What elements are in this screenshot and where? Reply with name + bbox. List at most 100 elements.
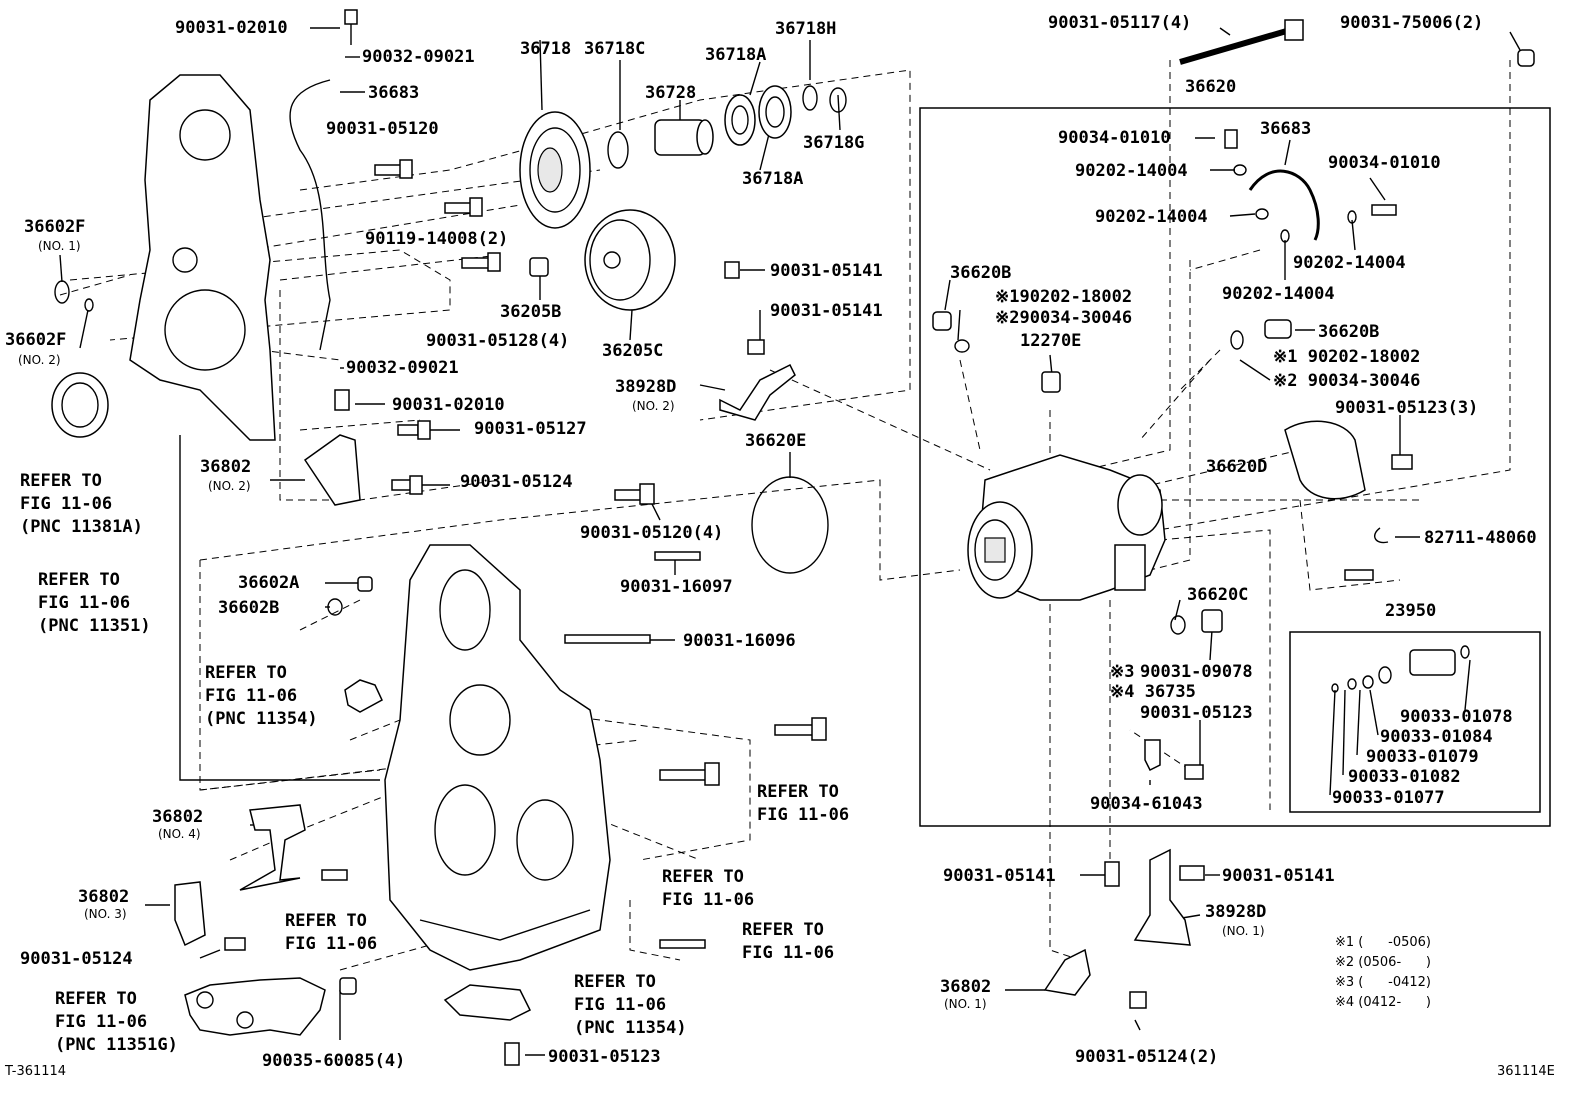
label-2-90034-30046: ※2 90034-30046 [1273, 371, 1420, 391]
timing-case-lower [384, 544, 611, 971]
label-36718: 36718 [520, 39, 571, 59]
cover-plate-11354 [443, 984, 532, 1021]
label-1-90202-18002: ※1 90202-18002 [1273, 347, 1420, 367]
label-36683-right: 36683 [1260, 119, 1311, 139]
label-90031-05141-d: 90031-05141 [1222, 866, 1335, 886]
label-90032-09021-bottom: 90032-09021 [346, 358, 459, 378]
label-38928D-no1-sub: (NO. 1) [1222, 924, 1265, 938]
label-36802-no2-sub: (NO. 2) [208, 479, 251, 493]
label-90031-05128: 90031-05128(4) [426, 331, 569, 351]
collar-90035 [339, 977, 357, 995]
sleeve-36728 [654, 119, 714, 156]
note-4: ※4 (0412- ) [1335, 995, 1431, 1010]
washers-90202-14004 [1233, 164, 1357, 243]
label-90202-14004-d: 90202-14004 [1222, 284, 1335, 304]
label-90033-01077: 90033-01077 [1332, 788, 1445, 808]
label-36802-no4: 36802 [152, 807, 203, 827]
refer-line2: FIG 11-06 [205, 686, 297, 706]
drive-gear-36718 [519, 111, 591, 229]
label-90031-05124-2: 90031-05124(2) [1075, 1047, 1218, 1067]
refer-line2: FIG 11-06 [757, 805, 849, 825]
label-36620B-a: 36620B [950, 263, 1011, 283]
label-36602F-no1: 36602F [24, 217, 85, 237]
seal-rings-left [51, 280, 109, 438]
label-36205C: 36205C [602, 341, 663, 361]
engine-mount-bracket [184, 977, 326, 1036]
cover-36620D [1284, 420, 1366, 500]
o-ring-36718G [829, 87, 847, 113]
refer-block-left-mid: REFER TO FIG 11-06 [285, 911, 377, 954]
bracket-38928D-no2 [719, 261, 796, 421]
bolt-set-left [334, 9, 501, 495]
refer-line2: FIG 11-06 [662, 890, 754, 910]
refer-line3: (PNC 11354) [205, 709, 318, 729]
label-36728: 36728 [645, 83, 696, 103]
label-82711-48060: 82711-48060 [1424, 528, 1537, 548]
label-190202-18002: ※190202-18002 [995, 287, 1132, 307]
date-notes: ※1 ( -0506) ※2 (0506- ) ※3 ( -0412) ※4 (… [1335, 935, 1431, 1010]
label-36718C: 36718C [584, 39, 645, 59]
plug-36602A [357, 576, 373, 592]
bushing-36205B [529, 257, 549, 277]
bolt-90031-05123-3 [1391, 454, 1413, 470]
oil-pipe-left [289, 79, 331, 351]
refer-block-mid: REFER TO FIG 11-06 [662, 867, 754, 910]
label-36205B: 36205B [500, 302, 561, 322]
label-90031-05117: 90031-05117(4) [1048, 13, 1191, 33]
leader-lines [59, 27, 1521, 1056]
refer-line3: (PNC 11354) [574, 1018, 687, 1038]
refer-block-right-2: REFER TO FIG 11-06 [742, 920, 834, 963]
stud-bolts [564, 483, 827, 949]
refer-line1: REFER TO [757, 782, 839, 802]
pipe-36683-right [1248, 169, 1320, 241]
label-90031-05124-mid: 90031-05124 [460, 472, 573, 492]
part-labels: 90031-02010 90032-09021 36683 90031-0512… [5, 13, 1537, 1071]
refer-line2: FIG 11-06 [38, 593, 130, 613]
note-3: ※3 ( -0412) [1335, 975, 1431, 990]
plug-36620B-b [1230, 319, 1292, 350]
label-36602F-no1-sub: (NO. 1) [38, 239, 81, 253]
label-90032-09021-top: 90032-09021 [362, 47, 475, 67]
label-90033-01078: 90033-01078 [1400, 707, 1513, 727]
bracket-36802-no3 [174, 881, 246, 951]
refer-line1: REFER TO [38, 570, 120, 590]
bolt-90031-05123-bottom [504, 1042, 520, 1066]
refer-line1: REFER TO [55, 989, 137, 1009]
label-90033-01082: 90033-01082 [1348, 767, 1461, 787]
o-ring-36620E [751, 476, 829, 574]
label-36620C: 36620C [1187, 585, 1248, 605]
label-36602B: 36602B [218, 598, 279, 618]
label-36683-left: 36683 [368, 83, 419, 103]
sub-assembly-23950-frame [1289, 631, 1541, 813]
timing-cover-upper [129, 74, 276, 441]
label-38928D-no1: 38928D [1205, 902, 1266, 922]
bolt-90034-01010-a [1224, 129, 1238, 149]
label-36718A-bottom: 36718A [742, 169, 803, 189]
refer-line3: (PNC 11381A) [20, 517, 143, 537]
refer-block-11354-bottom: REFER TO FIG 11-06 (PNC 11354) [574, 972, 687, 1038]
refer-line1: REFER TO [20, 471, 102, 491]
refer-block-11381A: REFER TO FIG 11-06 (PNC 11381A) [20, 471, 143, 537]
fitting-12270E [1041, 371, 1061, 393]
bracket-36802-no2 [303, 434, 361, 506]
label-36620D: 36620D [1206, 457, 1267, 477]
label-36602F-no2-sub: (NO. 2) [18, 353, 61, 367]
bracket-36735 [1144, 739, 1204, 780]
label-36802-no1: 36802 [940, 977, 991, 997]
label-90202-14004-b: 90202-14004 [1095, 207, 1208, 227]
label-90031-16097: 90031-16097 [620, 577, 733, 597]
label-90031-05123-3: 90031-05123(3) [1335, 398, 1478, 418]
refer-line2: FIG 11-06 [574, 995, 666, 1015]
label-36718H: 36718H [775, 19, 836, 39]
label-36602F-no2: 36602F [5, 330, 66, 350]
label-90033-01079: 90033-01079 [1366, 747, 1479, 767]
label-90119-14008: 90119-14008(2) [365, 229, 508, 249]
gasket-36602B [327, 598, 343, 616]
label-90034-01010-b: 90034-01010 [1328, 153, 1441, 173]
refer-line3: (PNC 11351G) [55, 1035, 178, 1055]
label-90202-14004-c: 90202-14004 [1293, 253, 1406, 273]
label-90031-05141-b: 90031-05141 [770, 301, 883, 321]
bolt-right-side [1344, 569, 1374, 581]
label-290034-30046: ※290034-30046 [995, 308, 1132, 328]
